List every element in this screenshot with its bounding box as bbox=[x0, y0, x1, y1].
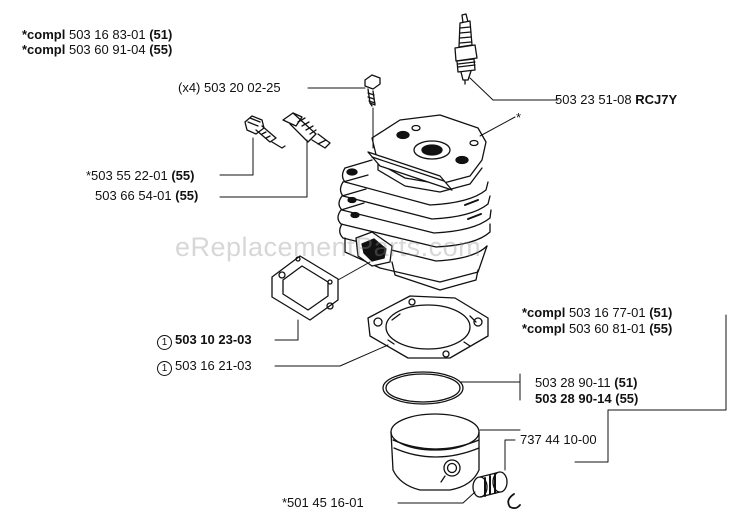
header-line-1-prefix: *compl bbox=[22, 27, 66, 42]
piston-kit-2-variant: (55) bbox=[649, 321, 673, 336]
ring-label-2: 503 28 90-14 (55) bbox=[535, 391, 638, 406]
piston-drawing bbox=[390, 413, 521, 491]
spark-plug-drawing bbox=[454, 13, 559, 101]
bearing-label: *501 45 16-01 bbox=[282, 495, 364, 510]
bearing-number: *501 45 16-01 bbox=[282, 495, 364, 510]
header-line-2-variant: (55) bbox=[149, 42, 173, 57]
piston-kit-label-2: *compl 503 60 81-01 (55) bbox=[522, 321, 672, 336]
header-line-2: *compl 503 60 91-04 (55) bbox=[22, 42, 172, 57]
ring-label-1: 503 28 90-11 (51) bbox=[535, 375, 637, 390]
piston-kit-1-variant: (51) bbox=[649, 305, 673, 320]
decomp-valve-1-label: *503 55 22-01 (55) bbox=[86, 168, 194, 183]
decompression-valve-drawing-2 bbox=[219, 112, 331, 198]
spark-plug-code: RCJ7Y bbox=[635, 92, 678, 107]
circlip-number: 737 44 10-00 bbox=[520, 432, 597, 447]
base-gasket-drawing bbox=[274, 295, 489, 367]
needle-bearing-drawing bbox=[397, 471, 508, 504]
header-line-2-prefix: *compl bbox=[22, 42, 66, 57]
base-gasket-number: 503 16 21-03 bbox=[175, 358, 252, 373]
header-line-1: *compl 503 16 83-01 (51) bbox=[22, 27, 172, 42]
header-line-1-variant: (51) bbox=[149, 27, 173, 42]
ring-1-variant: (51) bbox=[614, 375, 638, 390]
decomp-valve-2-label: 503 66 54-01 (55) bbox=[95, 188, 198, 203]
ring-2-variant: (55) bbox=[615, 391, 639, 406]
intake-gasket-number: 503 10 23-03 bbox=[175, 332, 252, 347]
intake-gasket-circle: 1 bbox=[157, 335, 172, 350]
cylinder-drawing bbox=[337, 114, 516, 291]
intake-gasket-drawing bbox=[271, 255, 371, 341]
spark-plug-number: 503 23 51-08 bbox=[555, 92, 632, 107]
piston-kit-1-prefix: *compl bbox=[522, 305, 566, 320]
base-gasket-circle: 1 bbox=[157, 361, 172, 376]
header-line-1-number: 503 16 83-01 bbox=[68, 27, 146, 42]
circlip-label: 737 44 10-00 bbox=[520, 432, 597, 447]
piston-kit-2-prefix: *compl bbox=[522, 321, 566, 336]
ring-1-number: 503 28 90-11 bbox=[535, 375, 611, 390]
decomp-valve-1-number: *503 55 22-01 bbox=[86, 168, 168, 183]
piston-kit-bracket bbox=[519, 314, 727, 463]
decompression-valve-drawing bbox=[219, 115, 286, 176]
piston-ring-drawing bbox=[382, 371, 521, 405]
piston-kit-2-number: 503 60 81-01 bbox=[568, 321, 646, 336]
cylinder-bolt-drawing bbox=[307, 74, 381, 149]
bolt-label: (x4) 503 20 02-25 bbox=[178, 80, 281, 95]
watermark: eReplacementParts.com bbox=[175, 232, 482, 262]
decomp-valve-1-variant: (55) bbox=[171, 168, 195, 183]
decomp-valve-2-variant: (55) bbox=[175, 188, 199, 203]
header-line-2-number: 503 60 91-04 bbox=[68, 42, 146, 57]
piston-kit-1-number: 503 16 77-01 bbox=[568, 305, 646, 320]
bolt-number: 503 20 02-25 bbox=[204, 80, 281, 95]
circlip-drawing bbox=[504, 439, 521, 510]
ring-2-number: 503 28 90-14 bbox=[535, 391, 612, 406]
piston-kit-label-1: *compl 503 16 77-01 (51) bbox=[522, 305, 672, 320]
cylinder-label: * bbox=[516, 110, 522, 125]
spark-plug-label: 503 23 51-08 RCJ7Y bbox=[555, 92, 677, 107]
decomp-valve-2-number: 503 66 54-01 bbox=[95, 188, 172, 203]
bolt-qty: (x4) bbox=[178, 80, 201, 95]
